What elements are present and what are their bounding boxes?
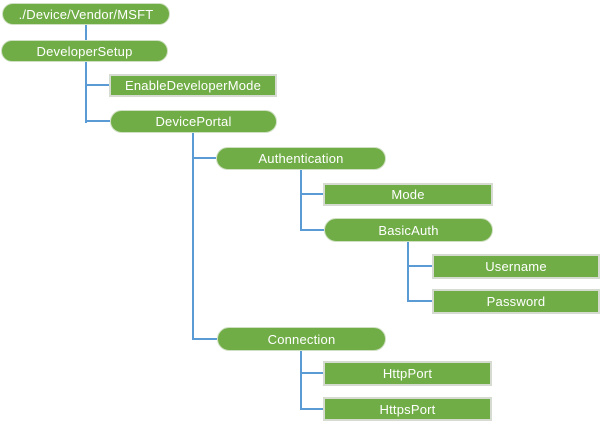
node-connection: Connection (217, 327, 386, 351)
connector-branch-mode (302, 193, 323, 195)
connector-root-developersetup (85, 25, 87, 40)
node-authentication: Authentication (216, 147, 386, 170)
connector-authentication-trunk (300, 170, 302, 231)
node-deviceportal: DevicePortal (110, 110, 277, 133)
connector-branch-basicauth (302, 229, 324, 231)
node-basicauth: BasicAuth (324, 218, 493, 242)
connector-branch-connection (194, 338, 217, 340)
connector-branch-password (409, 300, 432, 302)
connector-deviceportal-trunk (192, 133, 194, 340)
connector-branch-deviceportal (87, 120, 110, 122)
connector-connection-trunk (300, 351, 302, 410)
connector-branch-httpsport (302, 408, 323, 410)
node-password: Password (432, 289, 600, 314)
node-httpsport: HttpsPort (323, 397, 492, 421)
connector-branch-httpport (302, 372, 323, 374)
node-username: Username (432, 254, 600, 279)
node-httpport: HttpPort (323, 361, 492, 386)
node-device-vendor-msft: ./Device/Vendor/MSFT (2, 3, 170, 25)
node-enabledevelopermode: EnableDeveloperMode (109, 74, 277, 97)
connector-developersetup-trunk (85, 62, 87, 123)
node-mode: Mode (323, 183, 493, 206)
connector-branch-enabledevelopermode (87, 84, 109, 86)
connector-branch-username (409, 265, 432, 267)
node-developersetup: DeveloperSetup (1, 40, 168, 62)
connector-branch-authentication (194, 157, 216, 159)
connector-basicauth-trunk (407, 242, 409, 302)
